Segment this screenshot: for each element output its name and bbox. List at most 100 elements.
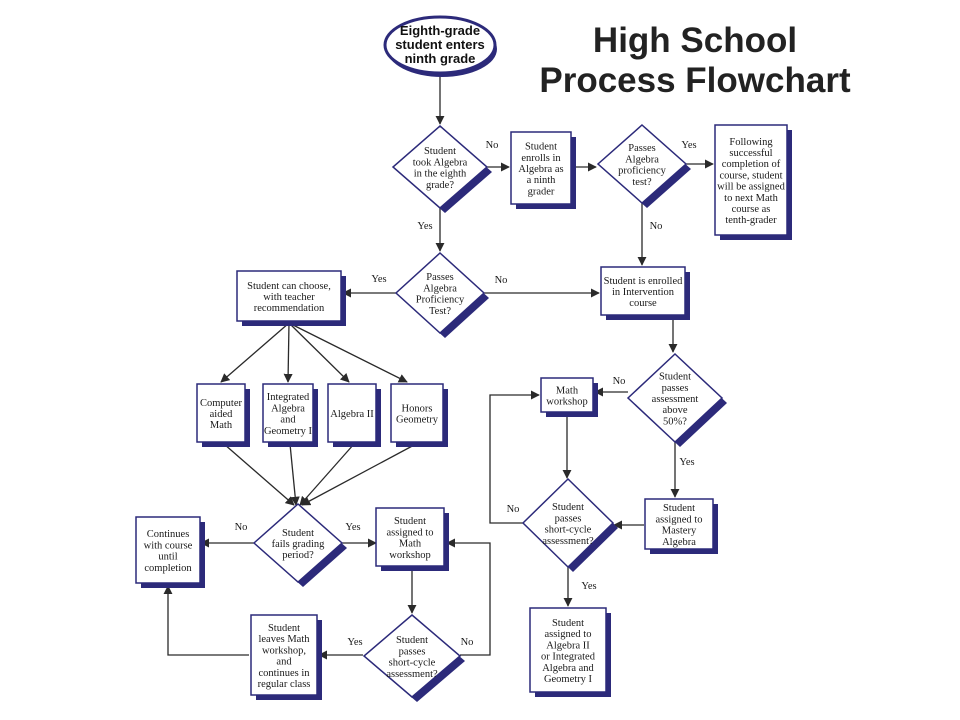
edge-label-p50-no: No [613, 376, 626, 387]
node-text-line: course, student [720, 170, 783, 181]
connector-arrow [163, 585, 249, 656]
connector-arrow [288, 322, 350, 383]
node-text-line: recommendation [254, 303, 325, 314]
connector-arrow [489, 390, 540, 524]
node-text-line: passes [399, 646, 426, 657]
node-text-line: assigned to [545, 629, 592, 640]
node-text-line: completion [144, 563, 192, 574]
process-box [327, 383, 377, 443]
edge-label-fails-yes: Yes [345, 522, 360, 533]
node-text-line: above [662, 405, 687, 416]
edge-label-scl-no: No [461, 637, 474, 648]
node-text-line: will be assigned [717, 182, 785, 193]
node-text-line: aided [210, 409, 233, 420]
node-text-line: Student [394, 516, 426, 527]
node-text-line: completion of [722, 159, 781, 170]
node-text-line: leaves Math [258, 634, 310, 645]
node-text-line: Algebra [271, 403, 305, 414]
node-text-line: assigned to [387, 527, 434, 538]
edge-label-p50-yes: Yes [679, 457, 694, 468]
process-box [250, 614, 318, 696]
node-text-line: in Intervention [612, 287, 675, 298]
process-box [644, 498, 714, 550]
edge-label-scr-yes: Yes [581, 581, 596, 592]
process-box [196, 383, 246, 443]
decision-diamond [596, 123, 688, 205]
node-text-line: Passes [628, 143, 655, 154]
node-text-line: workshop [389, 550, 430, 561]
node-text-line: Student is enrolled [604, 276, 683, 287]
chart-title-line-2: Process Flowchart [539, 61, 851, 100]
node-text-line: Student can choose, [247, 281, 331, 292]
node-text-line: proficiency [618, 166, 667, 177]
connector-arrow [288, 322, 408, 383]
node-text-line: Passes [426, 272, 453, 283]
node-text-line: test? [632, 177, 652, 188]
node-text-line: Student [659, 372, 691, 383]
process-box [375, 507, 445, 567]
node-text-line: Student [396, 635, 428, 646]
process-box [510, 131, 572, 205]
node-text-line: 50%? [663, 416, 687, 427]
node-text-line: Geometry [396, 415, 439, 426]
node-text-line: Computer [200, 398, 242, 409]
node-text-line: assessment [652, 394, 699, 405]
node-text-line: and [280, 415, 296, 426]
node-text-line: Algebra as [518, 164, 563, 175]
decision-diamond [362, 614, 462, 698]
node-text-line: period? [282, 550, 314, 561]
node-text-line: Student [525, 142, 557, 153]
node-text-line: regular class [258, 679, 311, 690]
node-text-line: Student [552, 502, 584, 513]
node-text-line: Continues [147, 529, 190, 540]
chart-title-line-1: High School [593, 21, 797, 60]
node-text-line: continues in [258, 668, 310, 679]
node-text-line: tenth-grader [725, 215, 777, 226]
node-text-line: course [629, 298, 657, 309]
node-text-line: passes [662, 383, 689, 394]
node-text-line: assessment? [386, 669, 438, 680]
node-text-line: Student [268, 623, 300, 634]
connector-arrow [299, 443, 355, 506]
edge-label-took-no: No [486, 140, 499, 151]
node-text-line: Algebra II [546, 640, 590, 651]
node-text-line: Following [729, 137, 773, 148]
node-text-line: grader [528, 186, 555, 197]
decision-diamond [252, 502, 344, 584]
node-text-line: Algebra [662, 537, 696, 548]
decision-diamond [394, 251, 486, 335]
node-text-line: Integrated [267, 392, 310, 403]
node-text-line: with teacher [263, 292, 315, 303]
node-text-line: successful [729, 148, 772, 159]
edge-label-test2-no: No [495, 275, 508, 286]
node-can-choose: Student can choose,with teacherrecommend… [236, 270, 346, 326]
node-text-line: Geometry I [544, 674, 593, 685]
connector-arrow [289, 443, 300, 506]
node-text-line: ninth grade [405, 51, 476, 66]
node-text-line: Math [399, 539, 422, 550]
node-text-line: Student [552, 618, 584, 629]
node-text-line: in the eighth [414, 169, 467, 180]
node-text-line: Algebra [423, 283, 457, 294]
edge-label-scl-yes: Yes [347, 637, 362, 648]
node-text-line: Student [424, 146, 456, 157]
node-text-line: Algebra II [330, 409, 374, 420]
